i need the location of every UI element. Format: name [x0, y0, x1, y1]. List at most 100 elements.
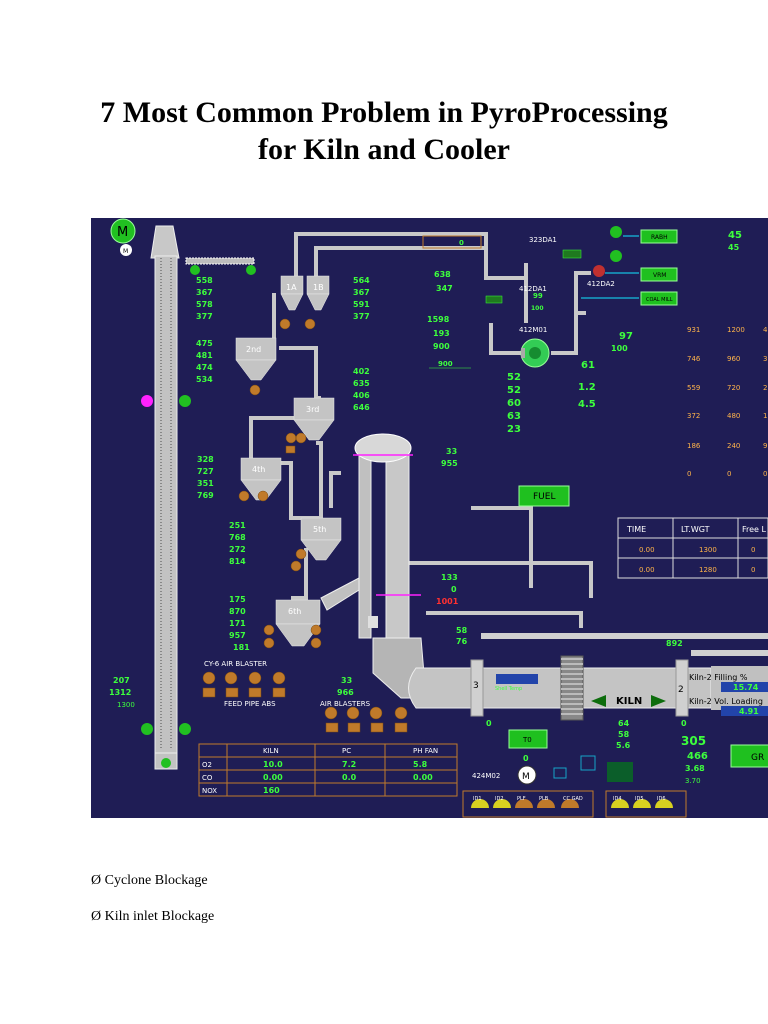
readouts-fan-right: 61 1.2 4.5 [578, 360, 596, 410]
readout-fan-pressure: 638 [434, 270, 451, 279]
svg-text:1300: 1300 [699, 546, 717, 554]
bottom-toggle-button[interactable]: ID4 [611, 796, 629, 808]
bullet-kiln-inlet-blockage: Ø Kiln inlet Blockage [91, 909, 215, 924]
svg-text:175: 175 [229, 595, 246, 604]
svg-text:957: 957 [229, 631, 246, 640]
svg-text:5.6: 5.6 [616, 741, 631, 750]
riser-duct [358, 452, 372, 639]
gas-table-cell: 0.00 [413, 773, 433, 782]
svg-text:1.2: 1.2 [578, 382, 596, 393]
svg-text:64: 64 [618, 719, 630, 728]
svg-text:474: 474 [196, 363, 213, 372]
kiln-amps: 466 [687, 751, 708, 762]
bottom-toggle-button[interactable]: ID2 [493, 796, 511, 808]
svg-text:GR: GR [751, 753, 764, 763]
svg-text:23: 23 [507, 424, 521, 435]
motor-small-label: M [123, 248, 128, 255]
kiln-drive-readouts: 64 58 5.6 [616, 719, 631, 750]
readout-pct-100: 100 [611, 344, 628, 353]
svg-text:PLF: PLF [517, 796, 526, 802]
svg-text:5th: 5th [313, 525, 326, 534]
svg-text:564: 564 [353, 276, 370, 285]
svg-text:ID6: ID6 [657, 796, 666, 802]
gas-table-cell: 0.00 [263, 773, 283, 782]
kiln-rpm-set: 3.70 [685, 777, 701, 785]
elevator-boot-indicator [161, 758, 171, 768]
motor-small-icon [120, 244, 132, 256]
svg-text:272: 272 [229, 545, 246, 554]
svg-text:768: 768 [229, 533, 246, 542]
elevator-indicator-green [179, 395, 191, 407]
svg-text:RABH: RABH [651, 234, 668, 241]
readouts-c1-left: 558 367 578 377 [196, 276, 213, 321]
readout-inlet-o2: 0 [451, 585, 457, 594]
motor-label: M [117, 225, 128, 240]
svg-text:558: 558 [196, 276, 213, 285]
svg-text:3rd: 3rd [306, 405, 319, 414]
vrm-button[interactable] [640, 267, 678, 282]
rabh-button[interactable] [640, 229, 678, 244]
gas-table-cell: 7.2 [342, 760, 356, 769]
tag-412da1: 412DA1 [519, 285, 547, 293]
svg-text:T0: T0 [522, 736, 532, 744]
svg-text:Free L: Free L [742, 525, 767, 534]
svg-text:635: 635 [353, 379, 370, 388]
svg-text:1280: 1280 [699, 566, 717, 574]
readout-fan-flow: 1598 [427, 315, 450, 324]
svg-text:ID4: ID4 [613, 796, 622, 802]
bottom-toggle-button[interactable]: ID1 [471, 796, 489, 808]
svg-text:52: 52 [507, 372, 521, 383]
right-grid-value: 36 [763, 355, 768, 363]
kiln-top-892: 892 [666, 639, 683, 648]
svg-text:534: 534 [196, 375, 213, 384]
coal-mill-button[interactable] [640, 291, 678, 306]
right-grid-value: 746 [687, 355, 701, 363]
precalciner [385, 452, 410, 659]
readout-riser-pressure: 33 [446, 447, 457, 456]
readout-inlet-temp-alarm: 1001 [436, 597, 459, 606]
precalciner-dome [354, 433, 412, 463]
svg-text:60: 60 [507, 398, 521, 409]
elevator-head [150, 225, 180, 259]
time-table: TIME LT.WGT Free L 0.00 1300 0 0.00 1280… [617, 517, 768, 579]
elevator-indicator-green-2 [141, 723, 153, 735]
gas-table-cell: CO [202, 774, 213, 782]
svg-text:52: 52 [507, 385, 521, 396]
kiln-motor-icon [517, 765, 537, 785]
svg-text:1B: 1B [313, 283, 324, 292]
svg-text:328: 328 [197, 455, 214, 464]
bottom-toggle-button[interactable]: CC GAD [561, 796, 583, 808]
kiln-motor-tag: 424M02 [472, 772, 500, 780]
kiln-rpm: 3.68 [685, 764, 705, 773]
readout-pc-small-2: 966 [337, 688, 354, 697]
svg-text:LT.WGT: LT.WGT [681, 525, 710, 534]
svg-text:591: 591 [353, 300, 370, 309]
svg-text:ID1: ID1 [473, 796, 482, 802]
fuel-button[interactable] [518, 485, 570, 507]
svg-text:646: 646 [353, 403, 370, 412]
svg-text:63: 63 [507, 411, 521, 422]
svg-text:481: 481 [196, 351, 213, 360]
kiln-power: 305 [681, 734, 706, 748]
right-grid-value: 240 [727, 442, 740, 450]
kiln-loading-value: 4.91 [739, 707, 759, 716]
svg-text:377: 377 [196, 312, 213, 321]
svg-text:M: M [522, 772, 530, 782]
svg-text:ID5: ID5 [635, 796, 644, 802]
t0-button[interactable] [508, 729, 548, 749]
elevator-indicator-green-3 [179, 723, 191, 735]
svg-text:0.00: 0.00 [639, 566, 655, 574]
bottom-toggle-button[interactable]: ID5 [633, 796, 651, 808]
bottom-toggle-button[interactable]: PLF [515, 796, 533, 808]
gas-table-cell: 0.0 [342, 773, 357, 782]
svg-text:58: 58 [618, 730, 630, 739]
bottom-toggle-button[interactable]: PLB [537, 796, 555, 808]
svg-text:CC GAD: CC GAD [563, 796, 583, 802]
right-grid-value: 27 [763, 384, 768, 392]
gr-button[interactable] [730, 744, 768, 768]
right-grid-value: 960 [727, 355, 740, 363]
scada-screenshot: M M 1A 1B 2nd [91, 218, 768, 818]
bottom-toggle-button[interactable]: ID6 [655, 796, 673, 808]
readout-inlet-pressure: 133 [441, 573, 458, 582]
